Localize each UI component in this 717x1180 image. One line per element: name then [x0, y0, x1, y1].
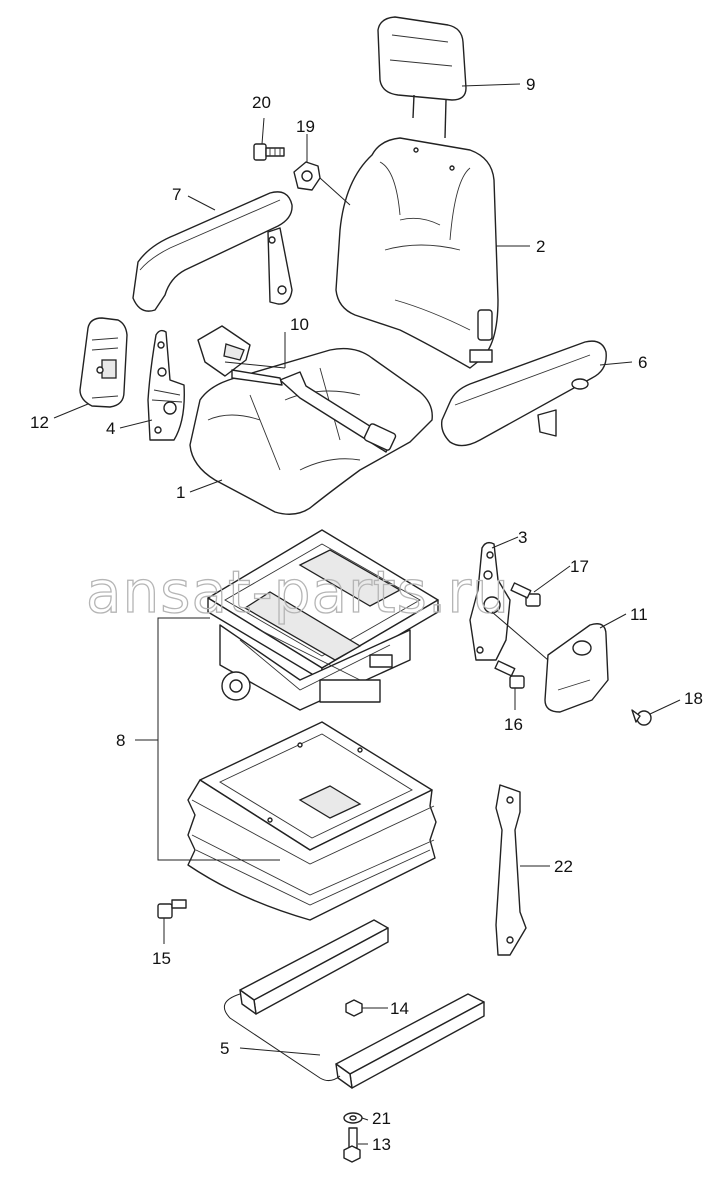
screw-18-part[interactable] [631, 709, 652, 726]
belt-buckle-10-part[interactable] [197, 325, 251, 377]
callout-13: 13 [372, 1135, 391, 1154]
washer-21-part[interactable] [343, 1112, 363, 1124]
callout-10: 10 [290, 315, 309, 334]
callout-20: 20 [252, 93, 271, 112]
callout-18: 18 [684, 689, 703, 708]
callout-8: 8 [116, 731, 125, 750]
seat-cushion-part[interactable] [189, 347, 433, 515]
strap-bracket-22-part[interactable] [495, 784, 527, 956]
suspension-8-part[interactable] [187, 529, 439, 921]
knob-19-part[interactable] [293, 161, 321, 191]
callout-3: 3 [518, 528, 527, 547]
left-armrest-part[interactable] [132, 191, 293, 312]
callout-4: 4 [106, 419, 115, 438]
watermark-text: ansat-parts.ru [86, 558, 510, 626]
callout-16: 16 [504, 715, 523, 734]
bolt-20-part[interactable] [253, 143, 285, 161]
headrest-part[interactable] [377, 16, 467, 139]
nut-14-part[interactable] [345, 999, 363, 1017]
slide-rails-5-part[interactable] [223, 919, 485, 1089]
right-armrest-part[interactable] [440, 340, 607, 447]
bolt-13-part[interactable] [343, 1127, 361, 1163]
side-cover-11-part[interactable] [544, 623, 609, 713]
callout-6: 6 [638, 353, 647, 372]
bolt-15-part[interactable] [157, 899, 187, 919]
callout-5: 5 [220, 1039, 229, 1058]
callout-14: 14 [390, 999, 409, 1018]
callout-9: 9 [526, 75, 535, 94]
backrest-part[interactable] [335, 137, 499, 369]
callout-15: 15 [152, 949, 171, 968]
side-cover-12-part[interactable] [79, 317, 128, 408]
bolt-16-part[interactable] [494, 660, 525, 689]
callout-1: 1 [176, 483, 185, 502]
callout-2: 2 [536, 237, 545, 256]
callout-12: 12 [30, 413, 49, 432]
bolt-17-part[interactable] [510, 582, 541, 607]
callout-11: 11 [630, 605, 648, 624]
callout-7: 7 [172, 185, 181, 204]
leader-lines [53, 83, 681, 1145]
callout-21: 21 [372, 1109, 391, 1128]
bracket-4-part[interactable] [147, 329, 185, 441]
callout-19: 19 [296, 117, 315, 136]
bracket-3-part[interactable] [469, 541, 511, 661]
callout-22: 22 [554, 857, 573, 876]
callout-17: 17 [570, 557, 589, 576]
